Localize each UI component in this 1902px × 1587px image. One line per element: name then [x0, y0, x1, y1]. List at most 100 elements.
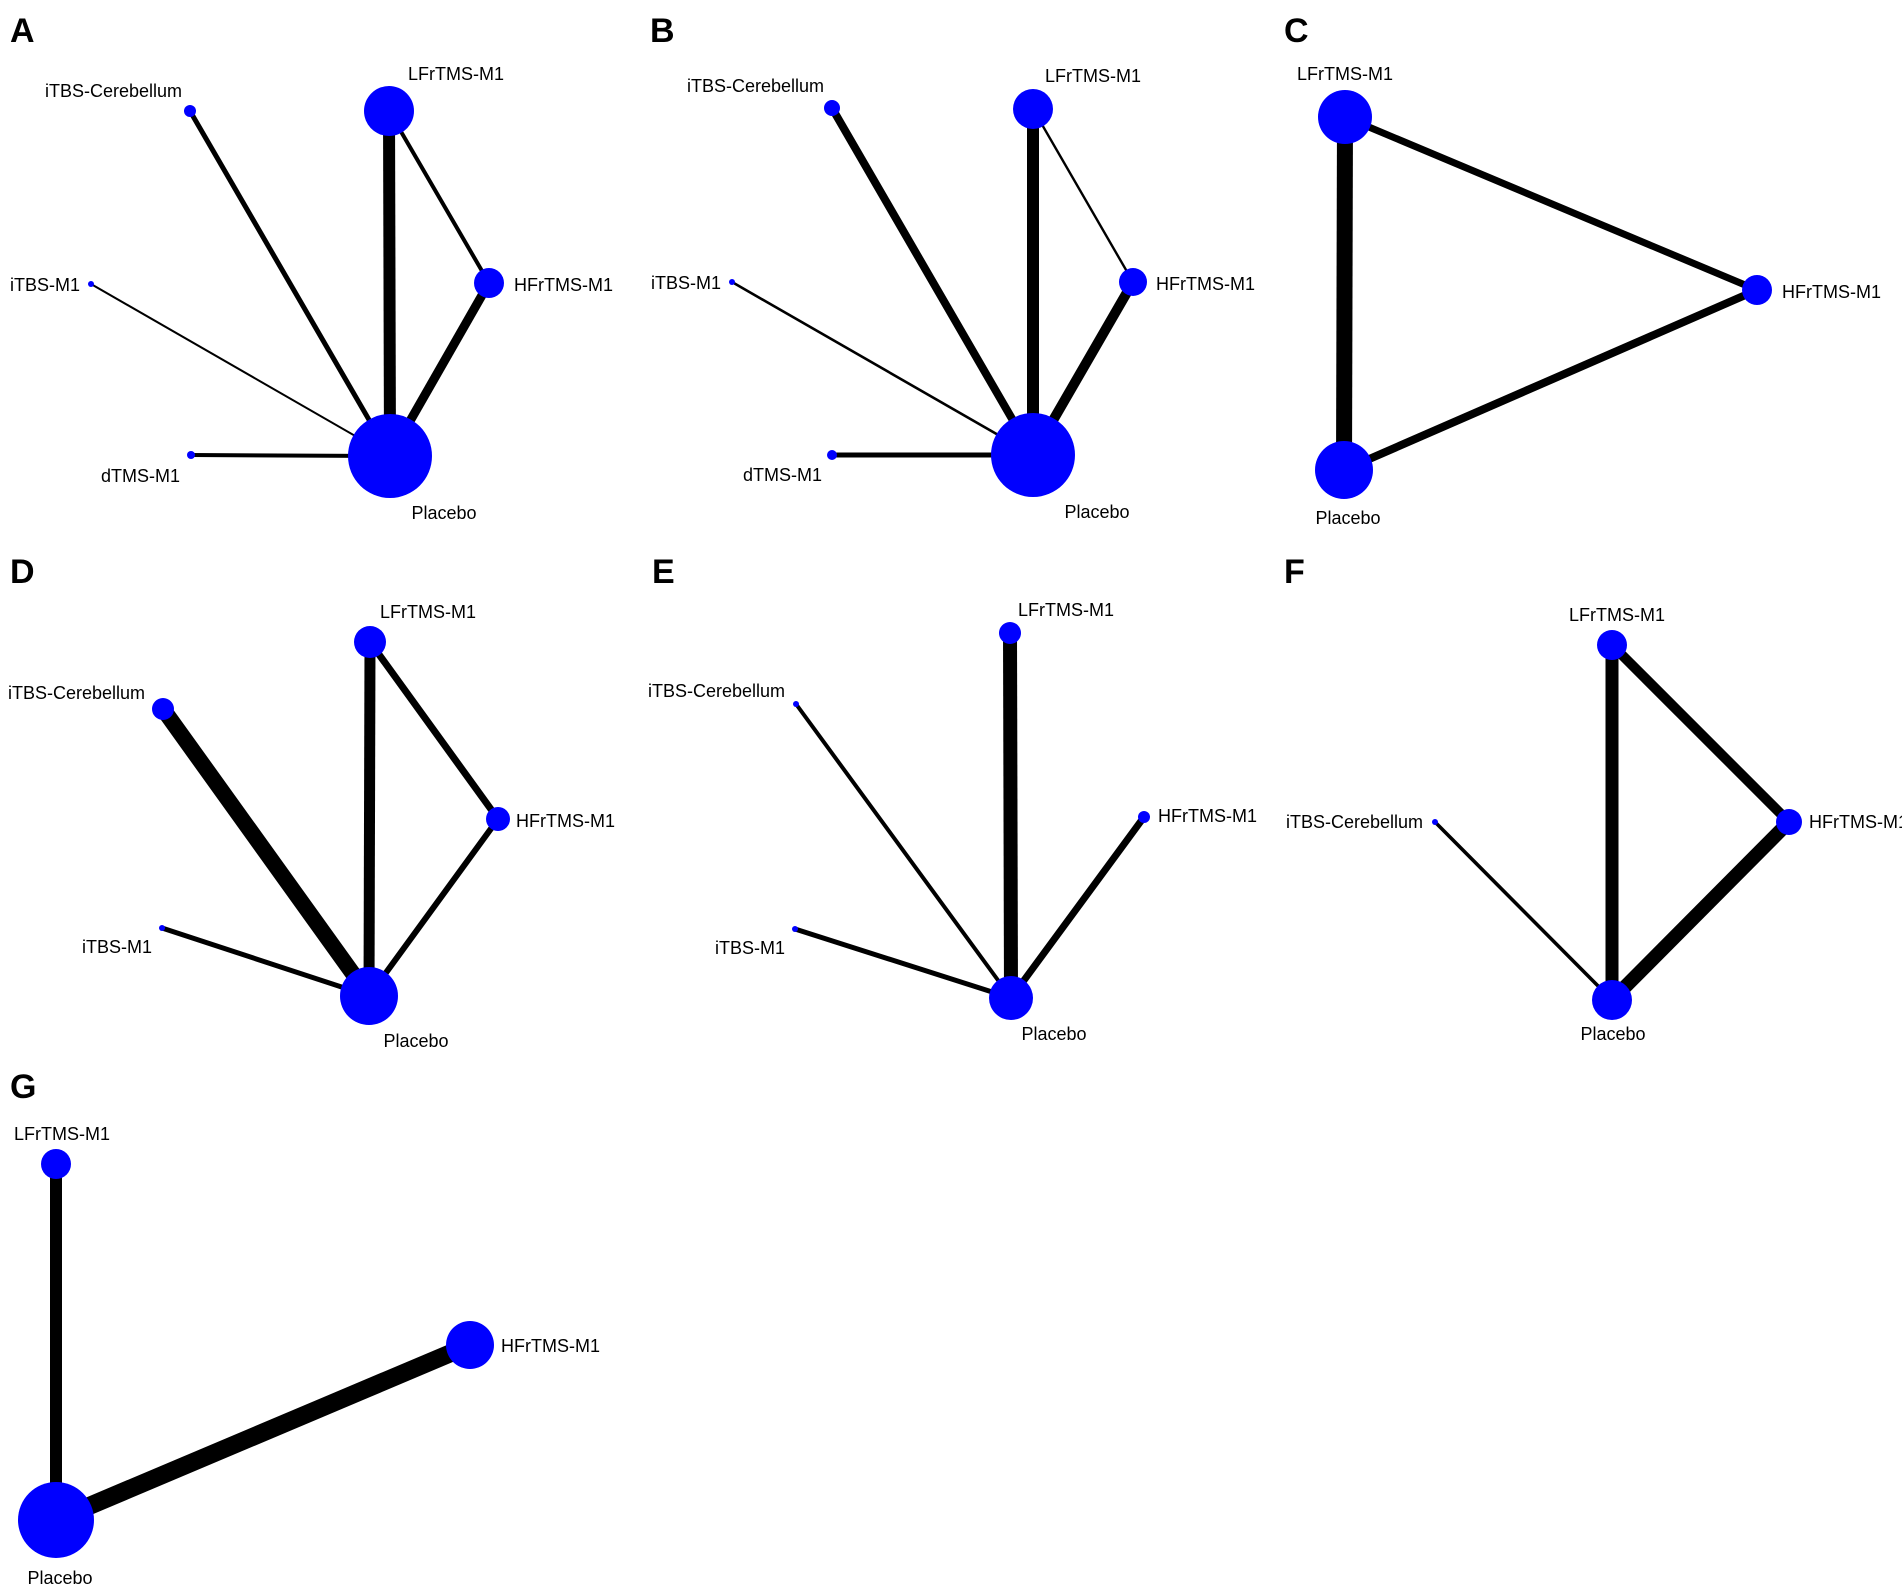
edge-hfr-placebo	[1342, 286, 1759, 474]
node-lfr	[1013, 89, 1053, 129]
edge-cereb-placebo	[187, 109, 393, 458]
edge-hfr-placebo	[1607, 817, 1794, 1005]
node-label-itbs: iTBS-M1	[651, 273, 721, 293]
edge-lfr-hfr	[1608, 641, 1793, 826]
node-label-lfr: LFrTMS-M1	[1045, 66, 1141, 86]
edge-hfr-placebo	[366, 817, 501, 998]
node-label-cereb: iTBS-Cerebellum	[1286, 812, 1423, 832]
node-cereb	[793, 701, 799, 707]
edge-itbs-placebo	[731, 280, 1034, 457]
node-label-placebo: Placebo	[1021, 1024, 1086, 1044]
node-placebo	[18, 1482, 94, 1558]
node-label-hfr: HFrTMS-M1	[1809, 812, 1902, 832]
node-label-hfr: HFrTMS-M1	[1782, 282, 1881, 302]
edge-itbs-placebo	[161, 925, 370, 999]
node-itbs	[159, 925, 165, 931]
node-label-cereb: iTBS-Cerebellum	[648, 681, 785, 701]
node-label-itbs: iTBS-M1	[10, 275, 80, 295]
edge-lfr-placebo	[363, 641, 376, 997]
node-lfr	[999, 622, 1021, 644]
node-lfr	[1597, 630, 1627, 660]
node-placebo	[989, 976, 1033, 1020]
node-label-hfr: HFrTMS-M1	[1158, 806, 1257, 826]
node-cereb	[152, 698, 174, 720]
node-lfr	[1318, 90, 1372, 144]
panel-letter: B	[650, 12, 675, 50]
node-cereb	[824, 100, 840, 116]
edge-lfr-hfr	[367, 639, 501, 822]
node-lfr	[364, 86, 414, 136]
node-hfr	[1776, 809, 1802, 835]
node-hfr	[474, 268, 504, 298]
node-cereb	[1432, 819, 1438, 825]
node-label-lfr: LFrTMS-M1	[380, 602, 476, 622]
node-label-placebo: Placebo	[27, 1568, 92, 1587]
edge-itbs-placebo	[794, 926, 1012, 1001]
node-label-hfr: HFrTMS-M1	[514, 275, 613, 295]
node-label-lfr: LFrTMS-M1	[1297, 64, 1393, 84]
node-label-itbs: iTBS-M1	[82, 937, 152, 957]
edge-hfr-placebo	[1008, 814, 1147, 1001]
node-dtms	[827, 450, 837, 460]
node-label-cereb: iTBS-Cerebellum	[45, 81, 182, 101]
node-placebo	[1592, 980, 1632, 1020]
node-lfr	[41, 1149, 71, 1179]
node-label-placebo: Placebo	[1064, 502, 1129, 522]
node-label-hfr: HFrTMS-M1	[516, 811, 615, 831]
node-placebo	[991, 413, 1075, 497]
node-label-placebo: Placebo	[411, 503, 476, 523]
node-placebo	[340, 967, 398, 1025]
node-itbs	[88, 281, 94, 287]
node-hfr	[1138, 811, 1150, 823]
node-label-lfr: LFrTMS-M1	[1569, 605, 1665, 625]
panel-letter: A	[10, 12, 35, 50]
node-dtms	[187, 451, 195, 459]
node-hfr	[486, 807, 510, 831]
node-label-hfr: HFrTMS-M1	[1156, 274, 1255, 294]
panel-letter: E	[652, 553, 675, 591]
node-hfr	[446, 1321, 494, 1369]
edge-lfr-placebo	[1003, 632, 1018, 999]
edge-lfr-hfr	[1031, 108, 1135, 283]
node-label-lfr: LFrTMS-M1	[14, 1124, 110, 1144]
node-label-dtms: dTMS-M1	[101, 466, 180, 486]
edge-cereb-placebo	[828, 105, 1037, 458]
edge-itbs-placebo	[90, 283, 391, 457]
panel-f: F LFrTMS-M1 iTBS-Cerebellum HFrTMS-M1Placeb…	[1284, 553, 1902, 1044]
node-placebo	[348, 414, 432, 498]
node-label-dtms: dTMS-M1	[743, 465, 822, 485]
panel-letter: C	[1284, 12, 1309, 50]
panel-letter: G	[10, 1068, 36, 1106]
node-hfr	[1742, 275, 1772, 305]
edge-cereb-placebo	[794, 702, 1013, 1000]
panel-a: A LFrTMS-M1 iTBS-Cerebellum iTBS-M1 HFrTMS-M…	[10, 12, 613, 523]
node-placebo	[1315, 441, 1373, 499]
edge-cereb-placebo	[156, 704, 376, 1001]
panel-letter: F	[1284, 553, 1305, 591]
panel-b: B LFrTMS-M1 iTBS-Cerebellum iTBS-M1 HFrTMS-M…	[650, 12, 1255, 522]
node-label-lfr: LFrTMS-M1	[408, 64, 504, 84]
edge-lfr-placebo	[1336, 116, 1353, 471]
node-label-itbs: iTBS-M1	[715, 938, 785, 958]
node-label-cereb: iTBS-Cerebellum	[8, 683, 145, 703]
node-label-hfr: HFrTMS-M1	[501, 1336, 600, 1356]
node-label-lfr: LFrTMS-M1	[1018, 600, 1114, 620]
node-label-placebo: Placebo	[1315, 508, 1380, 528]
edge-hfr-placebo	[52, 1336, 474, 1529]
panel-letter: D	[10, 553, 35, 591]
edge-cereb-placebo	[1433, 820, 1614, 1002]
node-label-cereb: iTBS-Cerebellum	[687, 76, 824, 96]
node-itbs	[792, 926, 798, 932]
node-label-placebo: Placebo	[383, 1031, 448, 1051]
edge-lfr-placebo	[383, 110, 396, 457]
edge-lfr-hfr	[387, 109, 491, 285]
node-itbs	[729, 279, 735, 285]
node-lfr	[354, 626, 386, 658]
node-cereb	[184, 105, 196, 117]
node-hfr	[1119, 268, 1147, 296]
node-label-placebo: Placebo	[1580, 1024, 1645, 1044]
